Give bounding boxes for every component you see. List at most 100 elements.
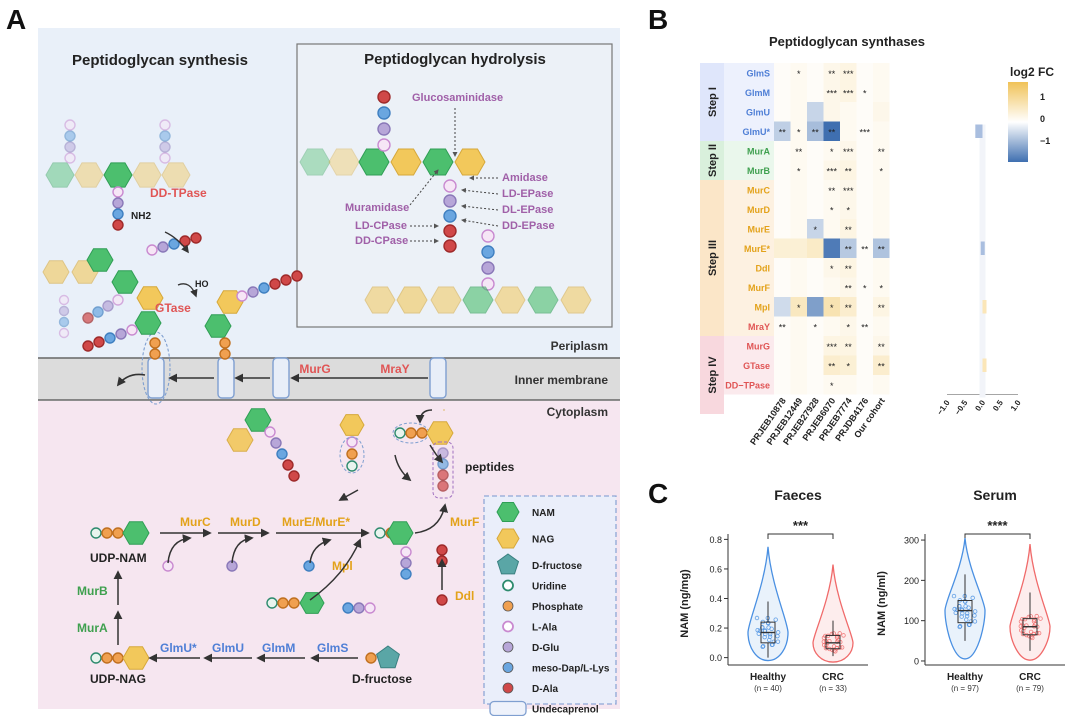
significance-stars: **: [812, 127, 820, 137]
glu-bead: [377, 122, 391, 136]
phos-bead: [112, 527, 124, 539]
heatmap-cell: [790, 219, 807, 239]
data-point: [954, 607, 960, 612]
heatmap-cell: [873, 316, 890, 336]
heatmap-cell: [807, 336, 824, 356]
bar-axis-tick: 0.5: [991, 398, 1005, 413]
heatmap-cell: [823, 199, 840, 219]
nam-unit: [103, 162, 133, 188]
dap-bead: [159, 130, 171, 142]
data-point: [951, 593, 957, 599]
gene-band: [724, 277, 774, 297]
uri-bead: [394, 427, 406, 439]
group-label: Healthy: [750, 672, 787, 683]
dap-bead: [104, 332, 116, 344]
nam-unit: [299, 592, 325, 614]
heatmap-cell: [873, 82, 890, 102]
dd-tpase-label: DD-TPase: [150, 186, 207, 200]
heatmap-cell: [790, 238, 807, 258]
violin-shape: [812, 564, 854, 663]
gene-label: MurF: [748, 283, 770, 293]
heatmap-cell: [790, 180, 807, 200]
legend-label: D-Glu: [532, 643, 559, 654]
data-point: [773, 617, 778, 622]
heatmap-cell: [790, 277, 807, 297]
gtase-label: GTase: [155, 301, 191, 315]
nag-unit: [161, 162, 191, 188]
significance-stars: *: [830, 205, 834, 215]
glmm-label: GlmM: [262, 641, 295, 655]
heatmap-cell: [774, 355, 791, 375]
heatmap-cell: [807, 297, 824, 317]
ala-bead: [481, 229, 495, 243]
heatmap-cell: [856, 277, 873, 297]
heatmap-cell: [807, 375, 824, 395]
uri-bead: [346, 460, 358, 472]
heatmap-cell: [873, 355, 890, 375]
glu-bead: [58, 305, 70, 317]
data-point: [957, 624, 962, 630]
uri-bead: [90, 527, 102, 539]
gene-band: [724, 121, 774, 141]
heatmap-cell: [807, 277, 824, 297]
muramidase-label: Muramidase: [345, 202, 409, 214]
significance-stars: **: [779, 127, 787, 137]
significance-stars: ***: [843, 186, 854, 196]
significance-stars: **: [878, 147, 886, 157]
gene-label: MurG: [747, 341, 771, 351]
gene-band: [724, 63, 774, 83]
legend-label: Undecaprenol: [532, 705, 599, 716]
bar-axis-tick: 0.0: [973, 398, 987, 413]
nag-legend-icon: [496, 528, 520, 549]
data-point: [755, 627, 760, 633]
significance-stars: *: [797, 303, 801, 313]
significance-stars: **: [878, 342, 886, 352]
fc-bar: [982, 358, 987, 372]
udp-nam-label: UDP-NAM: [90, 551, 147, 565]
heatmap-cell: [873, 199, 890, 219]
dala-bead: [282, 459, 294, 471]
murf-label: MurF: [450, 515, 479, 529]
nam-unit: [299, 148, 331, 176]
heatmap-cell: [774, 277, 791, 297]
phos-bead: [288, 597, 300, 609]
colorbar-tick: −1: [1040, 136, 1050, 146]
heatmap-cell: [856, 180, 873, 200]
data-point: [970, 595, 975, 601]
significance-stars: **: [861, 322, 869, 332]
heatmap-cell: [856, 199, 873, 219]
data-point: [1030, 635, 1035, 641]
ala-bead: [364, 602, 376, 614]
nam-unit: [527, 286, 559, 314]
d-fructose-shape: [376, 645, 400, 669]
heatmap-cell: [807, 82, 824, 102]
gene-label: MurE*: [744, 244, 771, 254]
bar-axis-tick: −1.0: [935, 398, 952, 417]
heatmap-cell: [774, 297, 791, 317]
significance-stars: ***: [843, 88, 854, 98]
amidase-label: Amidase: [502, 172, 548, 184]
significance-stars: ***: [826, 166, 837, 176]
dl-epase-label: DL-EPase: [502, 204, 553, 216]
data-point: [1031, 619, 1037, 624]
ala-bead: [264, 426, 276, 438]
membrane-region: [38, 358, 620, 400]
y-axis-label: NAM (ng/mg): [679, 569, 691, 638]
heatmap-cell: [840, 238, 857, 258]
nag-unit: [430, 286, 462, 314]
nag-unit: [339, 414, 365, 436]
heatmap-cell: [774, 219, 791, 239]
heatmap-cell: [856, 102, 873, 122]
heatmap-cell: [873, 219, 890, 239]
step-label: Step II: [707, 144, 719, 177]
heatmap-cell: [807, 238, 824, 258]
mura-label: MurA: [77, 621, 108, 635]
ddl-label: Ddl: [455, 589, 474, 603]
significance-stars: *: [863, 88, 867, 98]
significance-stars: *: [830, 147, 834, 157]
gene-label: MurD: [747, 205, 770, 215]
dala-bead: [436, 594, 448, 606]
legend-label: D-fructose: [532, 561, 582, 572]
phos-bead: [149, 337, 161, 349]
dala-bead: [437, 469, 449, 481]
